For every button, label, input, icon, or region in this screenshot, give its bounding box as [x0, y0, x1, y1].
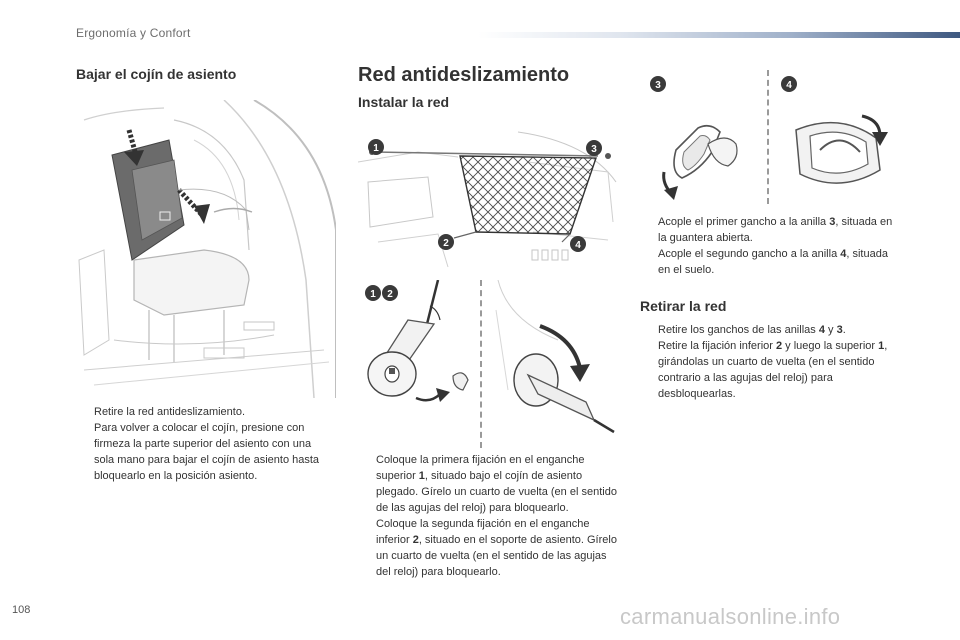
heading-lower-seat-cushion: Bajar el cojín de asiento: [76, 66, 237, 82]
seat-instructions: Retire la red antideslizamiento. Para vo…: [76, 404, 328, 484]
watermark: carmanualsonline.info: [620, 604, 841, 629]
svg-text:2: 2: [443, 238, 449, 249]
svg-text:3: 3: [591, 144, 597, 155]
section-title: Ergonomía y Confort: [76, 26, 191, 40]
list-item: Retire la fijación inferior 2 y luego la…: [658, 340, 888, 400]
remove-instructions: Retire los ganchos de las anillas 4 y 3.…: [640, 322, 902, 402]
callout-1: 1: [368, 139, 384, 155]
callout-1-2: 1 2: [365, 285, 398, 301]
list-item: Retire los ganchos de las anillas 4 y 3.: [658, 324, 846, 336]
heading-anti-slip-net: Red antideslizamiento: [358, 64, 570, 86]
install-instructions: Coloque la primera fijación en el enganc…: [358, 452, 620, 580]
hook-instructions: Acople el primer gancho a la anilla 3, s…: [640, 214, 902, 278]
page-number: 108: [12, 604, 31, 616]
svg-text:2: 2: [387, 289, 393, 300]
svg-text:4: 4: [575, 240, 581, 251]
figure-divider: [480, 280, 482, 448]
list-item: Coloque la primera fijación en el enganc…: [376, 454, 617, 514]
hook-figure-divider: [767, 70, 769, 204]
hook-rings-illustration: 3 4: [640, 70, 902, 204]
svg-text:1: 1: [370, 289, 376, 300]
callout-3-detail: 3: [650, 76, 666, 92]
header-gradient-bar: [478, 32, 960, 38]
svg-text:4: 4: [786, 80, 792, 91]
svg-text:1: 1: [373, 143, 379, 154]
callout-4-detail: 4: [781, 76, 797, 92]
list-item: Acople el primer gancho a la anilla 3, s…: [658, 216, 893, 244]
seat-cushion-illustration: [74, 100, 336, 398]
callout-2: 2: [438, 234, 454, 250]
fixation-detail-illustration: 1 2: [358, 280, 620, 448]
callout-4: 4: [570, 236, 586, 252]
list-item: Retire la red antideslizamiento.: [94, 406, 246, 418]
heading-remove-net: Retirar la red: [640, 298, 727, 314]
svg-text:3: 3: [655, 80, 661, 91]
heading-install-net: Instalar la red: [358, 94, 450, 110]
list-item: Coloque la segunda fijación en el enganc…: [376, 518, 617, 578]
callout-3: 3: [586, 140, 602, 156]
net-installation-illustration: 1 3 2 4: [358, 122, 620, 272]
list-item: Acople el segundo gancho a la anilla 4, …: [658, 248, 888, 276]
list-item: Para volver a colocar el cojín, presione…: [94, 422, 320, 482]
